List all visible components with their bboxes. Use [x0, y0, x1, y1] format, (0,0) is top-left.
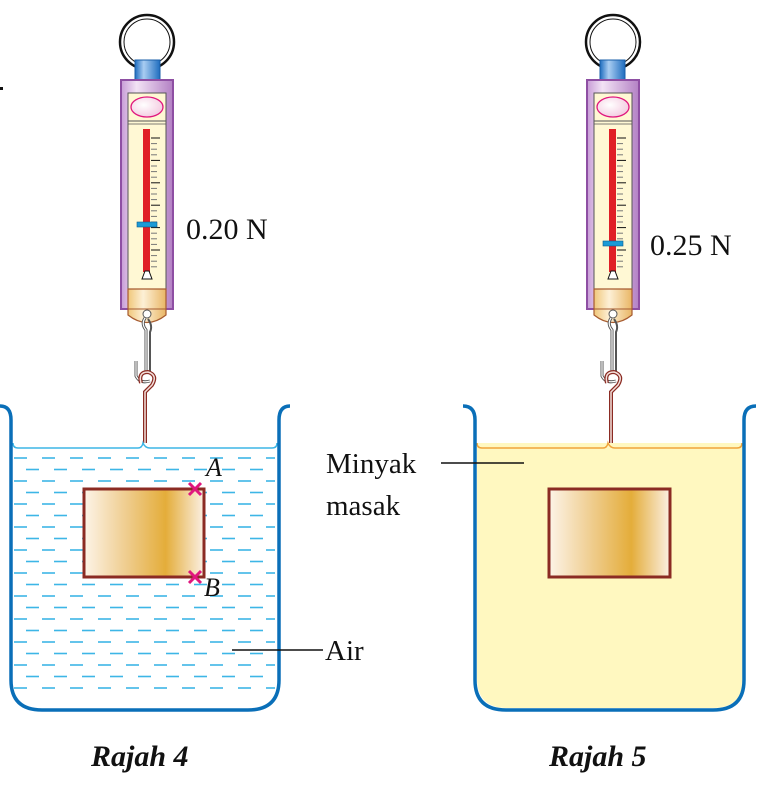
submerged-block	[547, 487, 672, 579]
reading-label-rajah-4: 0.20 N	[186, 213, 268, 246]
point-a-label: A	[204, 453, 222, 482]
liquid-label-oil-line2: masak	[326, 490, 401, 522]
spring-balance	[118, 13, 176, 488]
pointer-indicator	[602, 240, 624, 247]
point-b-marker	[187, 569, 203, 585]
beaker-outline	[462, 404, 757, 712]
pointer-indicator	[136, 221, 158, 228]
stray-mark	[0, 87, 3, 90]
scale-bar	[143, 129, 150, 272]
figure-rajah-4: 0.20 N A B Air Rajah 4	[0, 13, 364, 773]
submerged-block	[82, 487, 206, 579]
caption-rajah-4: Rajah 4	[90, 740, 189, 773]
beaker-outline	[0, 404, 291, 712]
liquid-label-oil-line1: Minyak	[326, 448, 417, 480]
point-b-label: B	[204, 573, 220, 602]
figure-rajah-5: 0.25 N Minyak masak Rajah 5	[326, 13, 757, 773]
balance-cap	[134, 59, 161, 82]
scale-ticks	[151, 137, 160, 268]
caption-rajah-5: Rajah 5	[548, 740, 647, 773]
spring-balance	[584, 13, 642, 488]
balance-cap	[599, 59, 626, 82]
reading-label-rajah-5: 0.25 N	[650, 229, 732, 262]
liquid-label-air: Air	[325, 635, 364, 667]
point-a-marker	[187, 481, 203, 497]
scale-bar	[609, 129, 616, 272]
